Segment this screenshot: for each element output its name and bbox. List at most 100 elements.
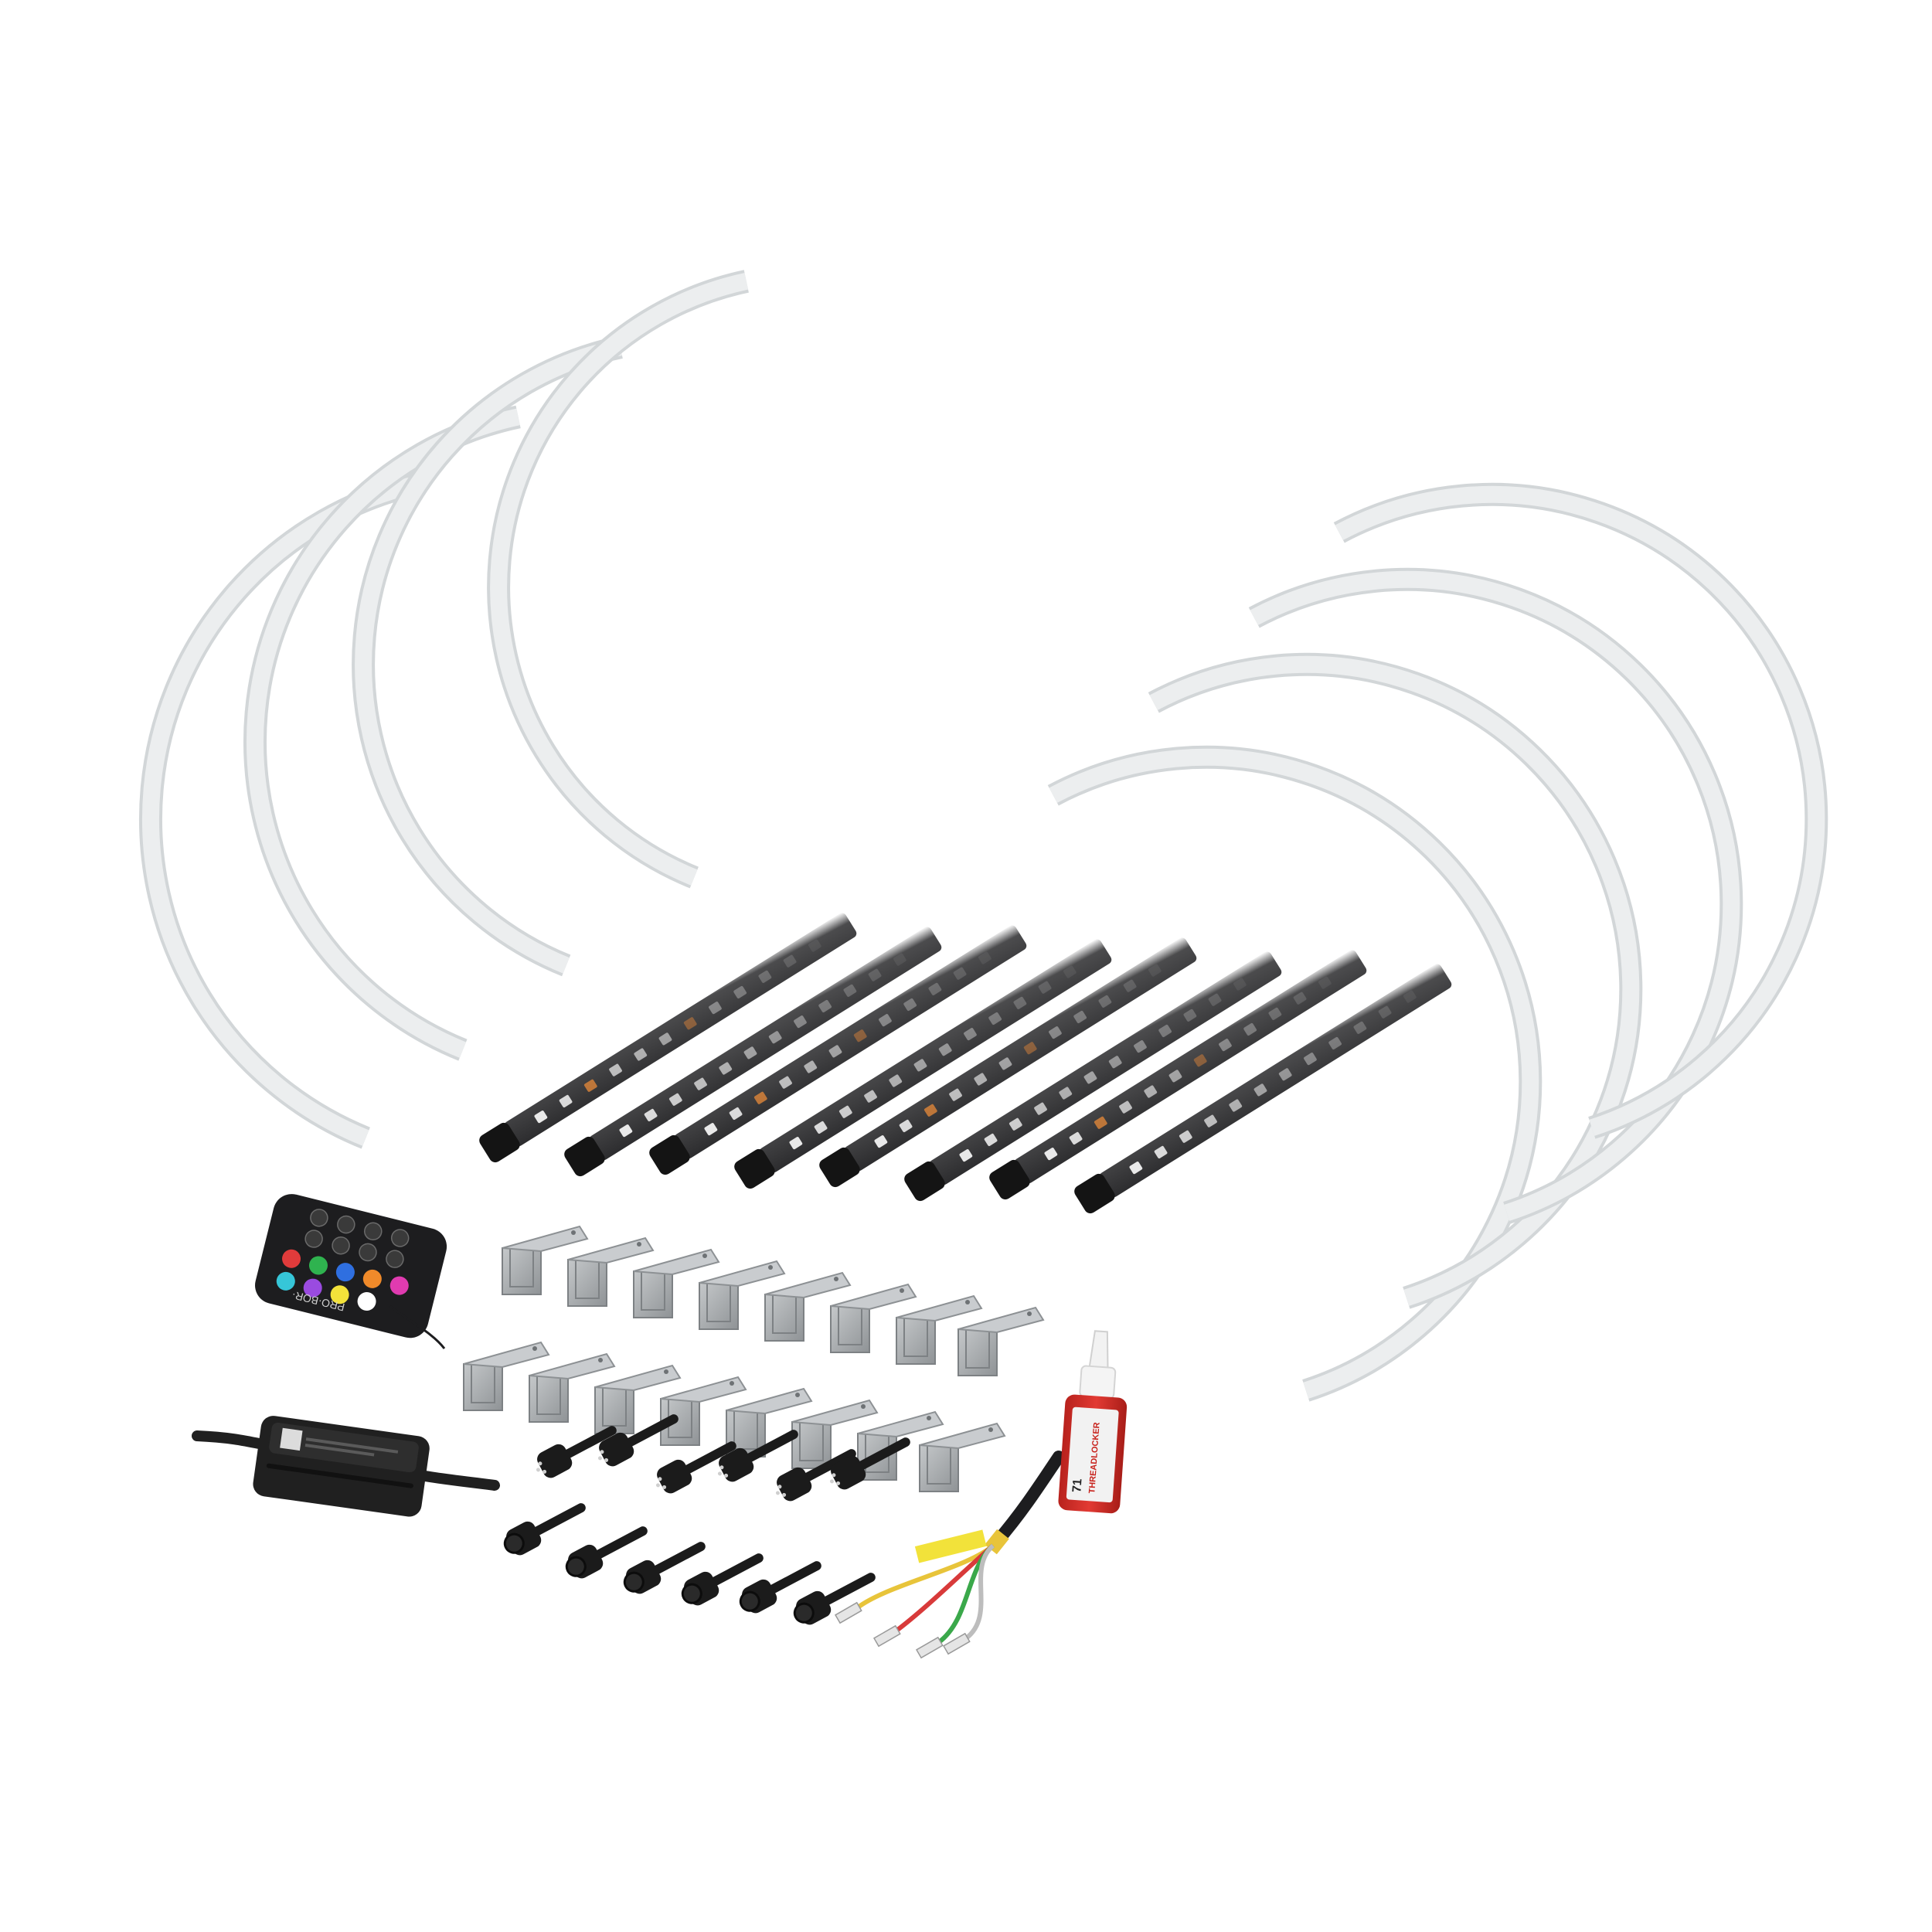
mounting-bracket-4 [699,1260,786,1330]
bracket-inner [641,1271,665,1311]
bracket-tab [699,1260,786,1287]
led-chip [988,1012,1002,1026]
connector-cable [707,1553,764,1588]
led-chip [853,1029,867,1043]
bracket-inner [733,1410,758,1450]
bracket-inner [536,1376,561,1415]
remote-function-button [304,1230,323,1248]
light-ring-left-2 [243,405,521,1061]
remote-color-button [357,1291,376,1311]
led-chip [789,1137,803,1150]
connector-socket [565,1556,587,1577]
led-chip [1044,1148,1058,1161]
led-chip [1123,979,1137,992]
control-box-cable-left [192,1430,272,1451]
led-chip [609,1063,622,1077]
led-chip [1179,1130,1192,1143]
bracket-tab [660,1376,747,1403]
bracket-hole [900,1288,904,1293]
led-chip [1059,1087,1073,1100]
led-strip-2 [564,927,942,1177]
led-chip [1243,1022,1257,1036]
connector-cable [649,1542,706,1577]
spade-terminal [942,1632,971,1655]
led-chip [1403,990,1417,1003]
bracket-hole [861,1404,866,1409]
led-chip [1129,1162,1143,1175]
led-strip-end-cap [734,1148,775,1189]
led-chip [1144,1085,1158,1098]
led-chip [1094,1116,1107,1129]
bracket-hole [768,1265,773,1270]
led-chip [1069,1131,1083,1145]
connector-3 [655,1441,736,1494]
led-chip [1134,1040,1147,1053]
bracket-tab [529,1352,616,1380]
light-ring-left-inner-3 [355,338,623,974]
remote-color-button [335,1263,355,1282]
connector-cable [622,1414,679,1449]
connector-pin [600,1450,604,1454]
connector-9 [623,1542,706,1594]
bracket-inner [772,1294,797,1334]
led-chip [964,1028,977,1041]
led-chip [868,968,882,981]
connector-cable [765,1561,821,1596]
right-light-rings [1047,482,1828,1402]
led-chip [903,998,917,1012]
bracket-inner [706,1283,731,1322]
light-ring-left-inner-4 [490,273,749,886]
led-chip [1204,1114,1217,1128]
bracket-inner [838,1306,862,1345]
led-chip [1293,992,1307,1005]
remote-control: PRO·BOR· [255,1194,447,1338]
led-chip [534,1111,548,1124]
harness-main-cable [991,1451,1065,1548]
bracket-hole [571,1230,576,1235]
remote-color-button [282,1249,301,1268]
spade-terminal [834,1601,862,1624]
led-chip [709,1002,722,1015]
led-chip [828,1045,842,1058]
control-box-top [269,1422,419,1473]
spade-terminal [915,1636,944,1659]
connector-cable [854,1437,910,1472]
connector-body [599,1432,634,1467]
led-chip [953,967,967,980]
led-chip [1268,1007,1282,1020]
connector-socket [681,1583,702,1604]
connector-cable [680,1441,736,1476]
bracket-hole [795,1393,800,1397]
led-chip [879,1014,892,1027]
led-strip-5 [819,937,1197,1188]
remote-function-button [337,1215,355,1234]
connector-pin [782,1492,787,1497]
connector-body [777,1467,812,1502]
led-chip [1034,1102,1047,1115]
led-chip [1049,1026,1062,1039]
mounting-bracket-6 [830,1283,917,1353]
harness-wires [834,1543,995,1659]
led-chip [668,1093,682,1106]
led-chip [1304,1053,1317,1066]
led-strip-end-cap [479,1122,520,1163]
led-strip-6 [904,951,1282,1202]
led-chip [719,1062,733,1075]
mounting-bracket-7 [896,1294,983,1365]
bracket-tab [764,1271,852,1299]
bracket-hole [927,1416,931,1420]
connector-12 [793,1573,876,1625]
led-chip [1013,996,1027,1009]
led-chip [704,1123,718,1136]
connector-pin [836,1481,841,1485]
led-chip [959,1149,973,1162]
led-chip [818,999,832,1013]
bracket-tab [857,1410,944,1438]
connector-8 [565,1526,648,1579]
connector-pin [658,1477,662,1481]
bracket-hole [834,1277,838,1281]
bracket-inner [927,1445,951,1485]
connector-body [537,1444,573,1478]
led-chip [998,1057,1012,1070]
